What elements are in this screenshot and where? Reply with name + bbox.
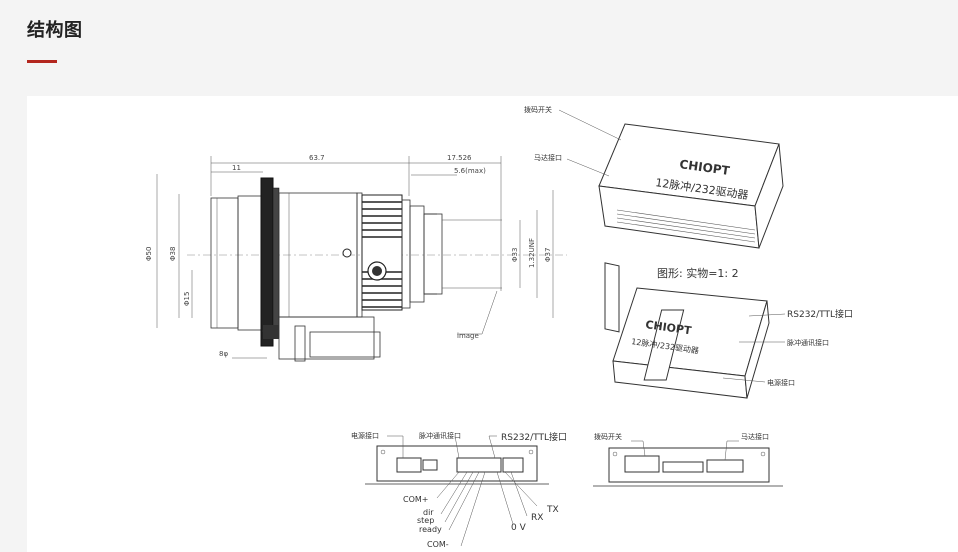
scale-note: 图形: 实物=1: 2 — [657, 266, 739, 280]
front-label-pulse: 脉冲通讯接口 — [419, 431, 461, 440]
dim-diameter-r3: Φ37 — [544, 248, 552, 262]
dim-diameter-small: Φ15 — [183, 292, 191, 306]
bottom-label-pulse: 脉冲通讯接口 — [787, 338, 829, 347]
driver-front-view: 电源接口 脉冲通讯接口 RS232/TTL接口 COM+ dir step re… — [351, 431, 567, 549]
bottom-driver-brand: CHIOPT — [645, 318, 693, 337]
dim-diameter-r2: 1.32UNF — [528, 238, 536, 268]
front-right-pin-2: 0 V — [511, 523, 527, 533]
driver-back-view: 拨码开关 马达接口 — [593, 432, 783, 487]
dim-total-length: 63.7 — [309, 154, 325, 162]
dim-diameter-inner: Φ38 — [169, 247, 177, 261]
front-pin-0: COM+ — [403, 495, 429, 504]
top-label-dip: 拨码开关 — [524, 105, 552, 114]
bottom-label-power: 电源接口 — [767, 378, 795, 387]
back-label-dip: 拨码开关 — [594, 432, 622, 441]
front-label-rs232: RS232/TTL接口 — [501, 431, 567, 443]
back-label-motor: 马达接口 — [741, 432, 769, 441]
dim-front-length: 11 — [232, 164, 241, 172]
front-pin-3: ready — [419, 525, 442, 534]
front-pin-2: step — [417, 516, 434, 525]
dim-back-length: 17.526 — [447, 154, 472, 162]
bottom-label-rs232: RS232/TTL接口 — [787, 308, 853, 320]
lens-drawing: 63.7 11 17.526 5.6(max) Φ50 Φ38 Φ15 Φ33 … — [145, 154, 567, 362]
driver-iso-top: CHIOPT 12脉冲/232驱动器 拨码开关 马达接口 — [524, 105, 784, 333]
front-pin-4: COM- — [427, 540, 449, 549]
section-title: 结构图 — [27, 20, 83, 40]
dim-bottom-note: 8φ — [219, 350, 228, 358]
top-label-motor: 马达接口 — [534, 153, 562, 162]
dim-diameter-r1: Φ33 — [511, 248, 519, 262]
driver-iso-bottom: CHIOPT 12脉冲/232驱动器 RS232/TTL接口 脉冲通讯接口 电源… — [612, 287, 853, 399]
front-right-pin-1: RX — [531, 513, 543, 523]
dim-image-label: image — [457, 332, 479, 340]
front-right-pin-0: TX — [546, 505, 559, 515]
title-underline — [27, 60, 57, 63]
front-pin-1: dir — [423, 508, 434, 517]
front-label-power: 电源接口 — [351, 431, 379, 440]
structure-drawing: 63.7 11 17.526 5.6(max) Φ50 Φ38 Φ15 Φ33 … — [27, 96, 958, 552]
drawing-canvas: 63.7 11 17.526 5.6(max) Φ50 Φ38 Φ15 Φ33 … — [145, 105, 853, 549]
dim-max-length: 5.6(max) — [454, 167, 486, 175]
dim-diameter-left: Φ50 — [145, 247, 153, 261]
